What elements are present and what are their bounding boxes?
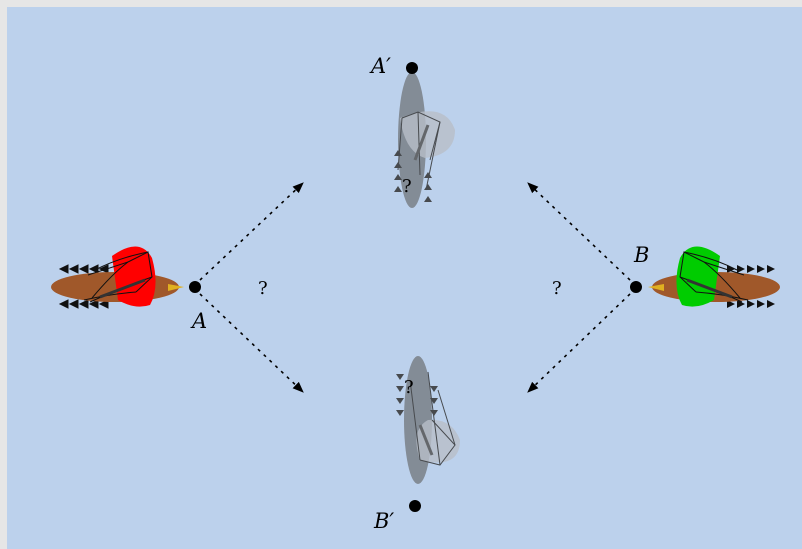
point-b [630,281,642,293]
right-bird [648,246,780,308]
bottom-ghost-bird [396,356,460,484]
top-ghost-bird [394,72,455,208]
label-a-prime: A′ [369,54,391,78]
question-bottom-bird: ? [404,377,414,398]
arrow-b-to-top [527,182,631,281]
arrow-b-to-bottom [527,293,631,393]
arrow-a-to-top [199,182,304,281]
question-left: ? [258,278,268,299]
question-right: ? [552,278,562,299]
point-a-prime [406,62,418,74]
question-top-bird: ? [402,176,412,197]
point-a [189,281,201,293]
beak-icon [648,284,664,291]
label-b: B [633,243,649,267]
wing-icon [112,246,156,307]
wing-icon [676,246,720,307]
left-bird [51,246,184,309]
label-a: A [190,309,207,333]
point-b-prime [409,500,421,512]
arrow-a-to-bottom [199,293,304,393]
beak-icon [168,284,184,291]
wing-icon [416,419,460,463]
label-b-prime: B′ [373,509,394,533]
body-icon [404,356,432,484]
wing-icon [400,111,455,158]
